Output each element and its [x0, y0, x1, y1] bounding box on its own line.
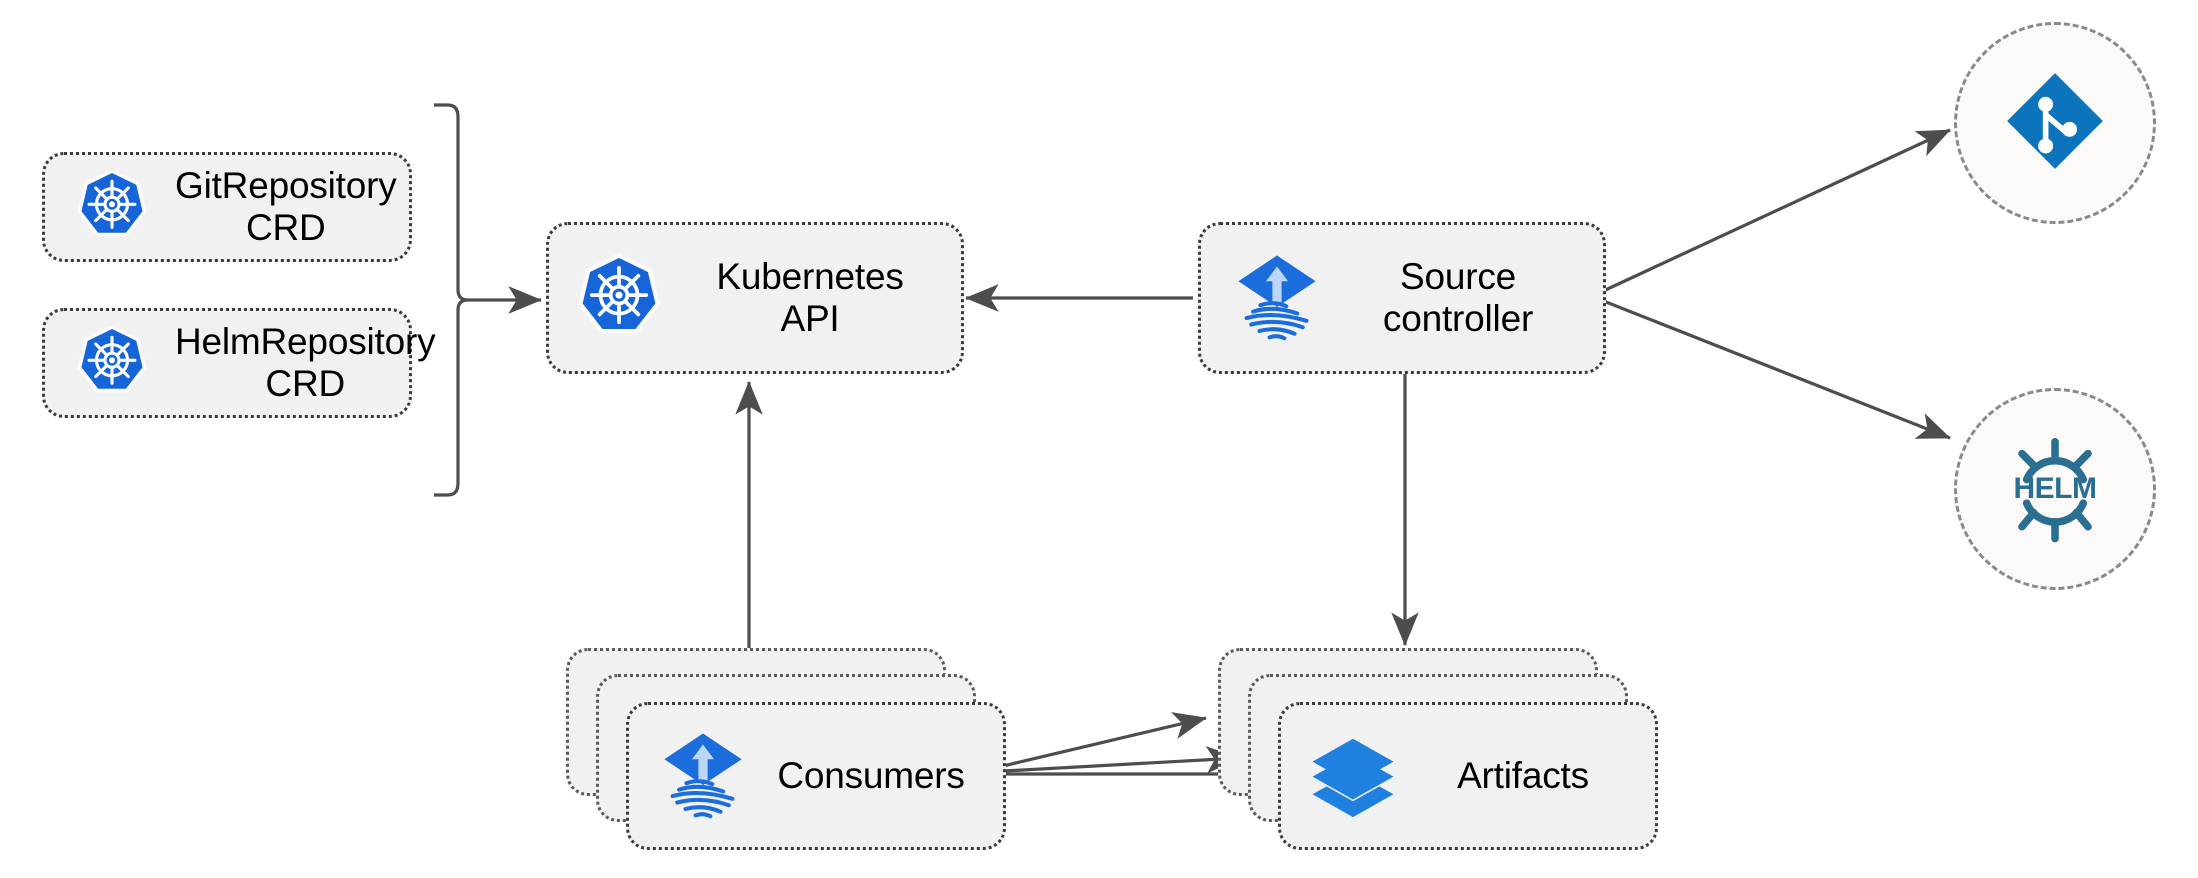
node-git[interactable]: [1954, 22, 2156, 224]
edge-source-controller-to-git: [1600, 128, 1951, 294]
kubernetes-icon: [75, 324, 149, 403]
node-label: HelmRepository CRD: [175, 320, 436, 404]
node-label: Kubernetes API: [716, 255, 904, 339]
flux-icon: [1231, 250, 1323, 347]
node-artifacts[interactable]: Artifacts: [1278, 702, 1658, 850]
node-consumers[interactable]: Consumers: [626, 702, 1006, 850]
node-label: GitRepository CRD: [175, 164, 397, 248]
edge-consumers-to-artifacts-back: [985, 712, 1207, 772]
kubernetes-icon: [75, 168, 149, 247]
node-helmrepository-crd[interactable]: HelmRepository CRD: [42, 308, 436, 418]
layers-icon: [1309, 730, 1397, 823]
kubernetes-icon: [575, 252, 663, 345]
edge-consumers-to-artifacts-middle: [985, 746, 1240, 774]
helm-wordmark: HELM: [2013, 472, 2098, 505]
edge-source-controller-to-helm: [1600, 298, 1951, 440]
node-source-controller[interactable]: Source controller: [1198, 222, 1606, 374]
crd-group-bracket: [434, 103, 470, 497]
flux-icon: [657, 728, 749, 825]
node-gitrepository-crd[interactable]: GitRepository CRD: [42, 152, 412, 262]
helm-icon: HELM: [1996, 430, 2114, 548]
node-kubernetes-api[interactable]: Kubernetes API: [546, 222, 964, 374]
git-icon: [2003, 69, 2107, 178]
node-label: Source controller: [1382, 255, 1534, 339]
node-label: Artifacts: [1457, 754, 1589, 796]
node-label: Consumers: [777, 754, 965, 796]
node-helm[interactable]: HELM: [1954, 388, 2156, 590]
